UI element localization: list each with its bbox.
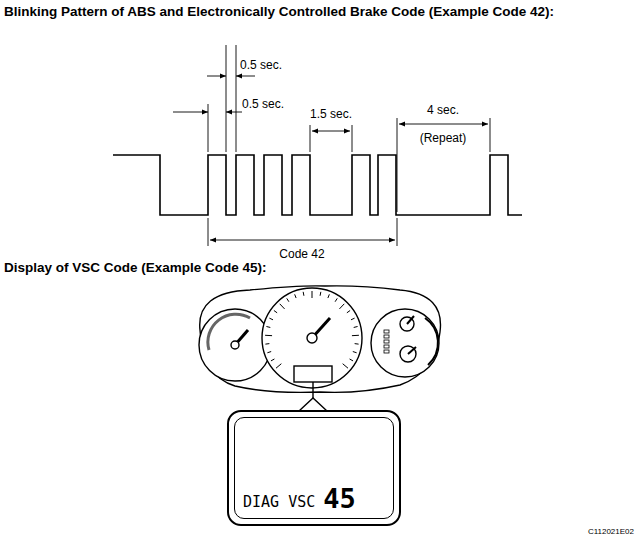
tick-mark xyxy=(269,318,273,320)
display-text: DIAG VSC xyxy=(243,495,315,510)
dimension-label: Code 42 xyxy=(279,248,324,261)
display-pointer xyxy=(299,382,327,411)
tick-mark xyxy=(266,326,270,328)
blink-waveform xyxy=(113,155,522,215)
fuel-dial xyxy=(400,317,414,331)
tach-scale xyxy=(208,314,250,350)
tick-mark xyxy=(339,304,344,309)
fuel-needle xyxy=(407,316,414,324)
heading: Display of VSC Code (Example Code 45): xyxy=(4,261,267,276)
tick-mark xyxy=(351,318,355,320)
tick-mark xyxy=(347,310,350,312)
tick-mark xyxy=(355,343,359,345)
tick-mark xyxy=(271,359,274,361)
indicator-lamp xyxy=(384,350,389,353)
dimension-label: 4 sec. xyxy=(427,104,459,117)
tachometer xyxy=(199,309,271,381)
tick-mark xyxy=(354,326,358,328)
indicator-lamps xyxy=(384,330,389,353)
code-number: 45 xyxy=(323,485,356,512)
tick-mark xyxy=(320,292,322,296)
indicator-lamp xyxy=(384,345,389,348)
indicator-lamp xyxy=(384,340,389,343)
tick-mark xyxy=(350,359,353,361)
tach-hub xyxy=(231,341,239,349)
indicator-lamp xyxy=(384,330,389,333)
temp-dial xyxy=(400,346,416,362)
multi-display xyxy=(294,366,332,382)
dimension-label: (Repeat) xyxy=(420,132,467,145)
tick-mark xyxy=(267,352,271,353)
gauge-arc xyxy=(425,318,438,365)
display-callout: DIAG VSC 45 xyxy=(227,410,401,526)
tick-mark xyxy=(353,352,357,353)
tick-mark xyxy=(287,298,289,301)
indicator-lamp xyxy=(384,335,389,338)
tick-mark xyxy=(295,294,296,298)
temp-needle xyxy=(408,347,416,354)
tick-mark xyxy=(303,292,305,296)
tick-mark xyxy=(343,364,348,368)
tick-mark xyxy=(312,291,313,298)
tick-mark xyxy=(335,298,337,301)
figure-code: C112021E02 xyxy=(588,528,634,537)
speed-hub xyxy=(307,333,317,343)
speedometer xyxy=(262,288,362,388)
speedometer-ticks xyxy=(265,291,359,368)
instrument-cluster xyxy=(199,286,441,393)
tick-mark xyxy=(276,364,281,368)
fuel-temp-gauge xyxy=(371,309,439,377)
dimension-lines xyxy=(173,45,490,246)
dimension-label: 1.5 sec. xyxy=(310,108,352,121)
dimension-label: 0.5 sec. xyxy=(240,59,282,72)
heading: Blinking Pattern of ABS and Electronical… xyxy=(4,5,554,20)
cluster-housing xyxy=(200,286,441,393)
dimension-label: 0.5 sec. xyxy=(242,98,284,111)
tick-mark xyxy=(352,335,359,336)
tick-mark xyxy=(280,304,285,309)
tick-mark xyxy=(328,294,329,298)
tick-mark xyxy=(274,310,277,312)
tick-mark xyxy=(265,335,272,336)
tick-mark xyxy=(265,343,269,345)
